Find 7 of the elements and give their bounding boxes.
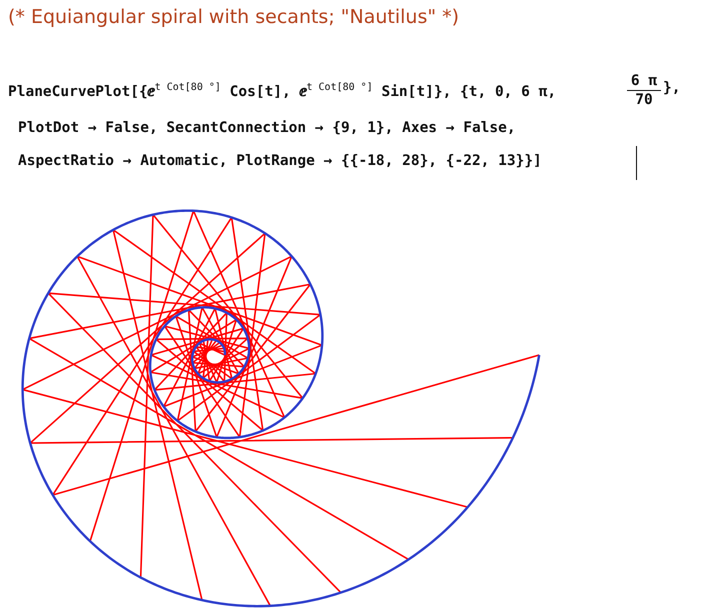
code-text: }, xyxy=(663,80,680,96)
code-line: PlaneCurvePlot[{ⅇ$^{t Cot[80 °]}$ Cos[t], ⅇ$^{t Cot[80 °]}$ Sin[t]}, {t, 0, 6 π, xyxy=(8,81,556,100)
fraction-denominator: 70 xyxy=(635,91,653,109)
comment-title: (* Equiangular spiral with secants; "Nautilus" *) xyxy=(8,6,460,28)
fraction-numerator: 6 π xyxy=(630,72,658,90)
code-line: AspectRatio → Automatic, PlotRange → {{-18, 28}, {-22, 13}}] xyxy=(18,153,542,169)
code-line: PlotDot → False, SecantConnection → {9, 1}, Axes → False, xyxy=(18,120,516,136)
